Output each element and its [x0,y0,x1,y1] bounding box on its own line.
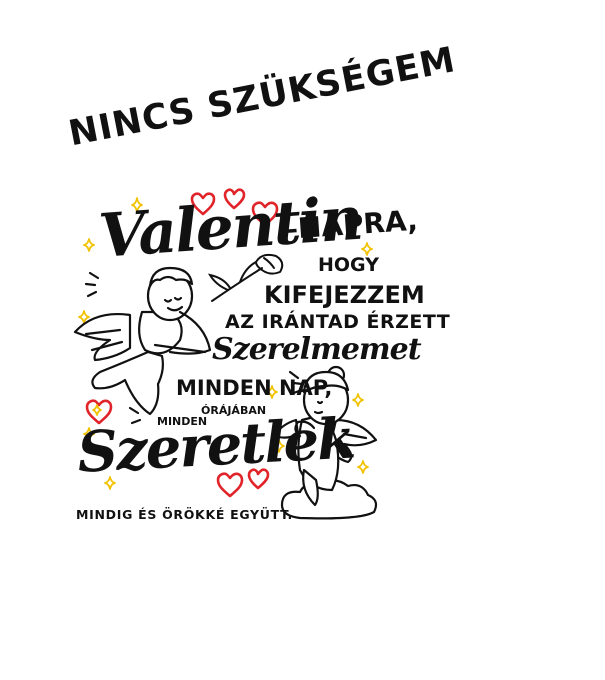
sparkle-icon [92,404,102,416]
szerelmemet-script: Szerelmemet [212,332,422,367]
sparkle-icon [273,439,285,453]
sparkle-icon [83,238,95,252]
sparkle-icon [131,197,143,213]
minden-text: MINDEN [157,415,208,428]
accent-dashes [84,271,304,425]
heart-icon [247,468,270,490]
sparkle-icon [352,393,364,407]
sparkle-icon [361,242,373,256]
sparkle-icon [83,427,95,441]
sparkle-icon [104,476,116,490]
heart-icon [251,201,279,227]
cupid-boy [73,266,212,416]
sparkle-icon [357,460,369,474]
heart-icon [223,188,246,210]
cupid-girl [272,365,378,520]
szeretlek-script: Szeretlek [75,405,356,486]
hogy-text: HOGY [318,254,379,276]
heart-icon [216,472,244,498]
heart-icon [85,399,113,425]
mindig-text: MINDIG ÉS ÖRÖKKÉ EGYÜTT. [76,507,293,522]
sparkle-icon [266,385,278,399]
rose-flower [207,253,284,302]
kifejezzem-text: KIFEJEZZEM [264,281,425,309]
orajaban-text: ÓRÁJÁBAN [201,404,267,417]
heart-icon [190,192,216,216]
irantad-text: AZ IRÁNTAD ÉRZETT [225,311,451,333]
minden-nap-text: MINDEN NAP, [176,376,333,400]
